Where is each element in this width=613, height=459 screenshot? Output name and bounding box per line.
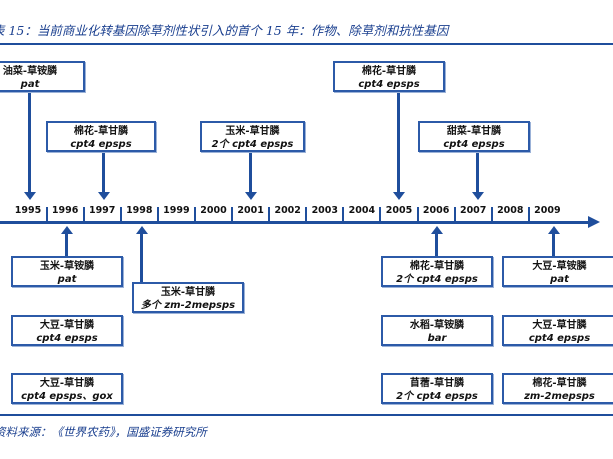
year-label-2002: 2002 [274,205,301,216]
arrow-up-icon [135,226,148,234]
connector-2001 [249,152,252,196]
event-box-2006-1: 棉花-草甘膦 2个 cpt4 epsps [381,256,493,287]
event-box-1996-2: 大豆-草甘膦 cpt4 epsps [11,315,123,346]
resistance-gene: cpt4 epsps、gox [21,391,113,402]
axis-tick [45,207,48,223]
connector-2007 [476,152,479,196]
arrow-up-icon [430,226,443,234]
year-label-1999: 1999 [163,205,190,216]
figure-title: 表 15：当前商业化转基因除草剂性状引入的首个 15 年：作物、除草剂和抗性基因 [0,23,449,38]
resistance-gene: cpt4 epsps [36,333,98,344]
event-box-1996-3: 大豆-草甘膦 cpt4 epsps、gox [11,373,123,404]
year-label-1998: 1998 [126,205,153,216]
event-box-1997: 棉花-草甘膦 cpt4 epsps [46,121,156,152]
event-box-2006-3: 苜蓿-草甘膦 2个 cpt4 epsps [381,373,493,404]
connector-1997 [102,152,105,196]
event-box-2009-2: 大豆-草甘膦 cpt4 epsps [502,315,613,346]
event-box-2005: 棉花-草甘膦 cpt4 epsps [333,61,445,92]
resistance-gene: bar [427,333,447,344]
axis-tick [268,207,271,223]
resistance-gene: pat [20,79,40,90]
crop-herbicide: 棉花-草甘膦 [409,261,465,272]
resistance-gene: cpt4 epsps [358,79,420,90]
crop-herbicide: 大豆-草甘膦 [39,320,95,331]
axis-tick [342,207,345,223]
event-box-2006-2: 水稻-草铵膦 bar [381,315,493,346]
resistance-gene: pat [57,274,77,285]
axis-tick [490,207,493,223]
arrow-down-icon [244,192,257,200]
event-box-1995: 油菜-草铵膦 pat [0,61,85,92]
axis-tick [453,207,456,223]
crop-herbicide: 玉米-草甘膦 [160,287,216,298]
arrow-up-icon [547,226,560,234]
year-label-2003: 2003 [311,205,339,216]
axis-tick [416,207,419,223]
crop-herbicide: 水稻-草铵膦 [409,320,465,331]
arrow-down-icon [97,192,110,200]
resistance-gene: 2个 cpt4 epsps [396,274,478,285]
axis-tick [379,207,382,223]
year-label-2007: 2007 [459,205,487,216]
arrow-up-icon [60,226,73,234]
axis-tick [231,207,234,223]
year-label-1995: 1995 [14,205,42,216]
connector-2005 [397,92,400,196]
crop-herbicide: 苜蓿-草甘膦 [409,378,465,389]
crop-herbicide: 大豆-草甘膦 [532,320,587,331]
axis-tick [156,207,159,223]
crop-herbicide: 玉米-草甘膦 [225,126,280,137]
resistance-gene: 2个 cpt4 epsps [396,391,478,402]
timeline-arrow-icon [588,216,600,228]
crop-herbicide: 大豆-草甘膦 [39,378,95,389]
event-box-1998: 玉米-草甘膦 多个 zm-2mepsps [132,282,244,313]
resistance-gene: cpt4 epsps [70,139,132,150]
connector-1995 [28,92,31,196]
arrow-down-icon [471,192,484,200]
year-label-2001: 2001 [237,205,264,216]
crop-herbicide: 玉米-草铵膦 [39,261,95,272]
resistance-gene: 2个 cpt4 epsps [211,139,294,150]
year-label-2005: 2005 [385,205,413,216]
year-label-1996: 1996 [51,205,79,216]
crop-herbicide: 油菜-草铵膦 [2,66,58,77]
arrow-down-icon [392,192,405,200]
year-label-2009: 2009 [534,205,561,216]
resistance-gene: zm-2mepsps [524,391,595,402]
resistance-gene: pat [550,274,569,285]
event-box-2001: 玉米-草甘膦 2个 cpt4 epsps [200,121,305,152]
axis-tick [193,207,196,223]
crop-herbicide: 棉花-草甘膦 [532,378,587,389]
footer-rule [0,414,613,416]
source-note: 资料来源：《世界农药》，国盛证券研究所 [0,425,207,439]
event-box-2009-3: 棉花-草甘膦 zm-2mepsps [502,373,613,404]
event-box-2007: 甜菜-草甘膦 cpt4 epsps [418,121,530,152]
year-label-2006: 2006 [422,205,450,216]
resistance-gene: cpt4 epsps [528,333,591,344]
crop-herbicide: 甜菜-草甘膦 [446,126,502,137]
connector-2006 [435,233,438,257]
crop-herbicide: 棉花-草甘膦 [73,126,129,137]
connector-2009 [552,233,555,257]
axis-tick [305,207,308,223]
crop-herbicide: 棉花-草甘膦 [361,66,417,77]
event-box-2009-1: 大豆-草铵膦 pat [502,256,613,287]
event-box-1996-1: 玉米-草铵膦 pat [11,256,123,287]
connector-1996 [65,233,68,257]
year-label-1997: 1997 [88,205,116,216]
resistance-gene: cpt4 epsps [443,139,505,150]
connector-1998 [140,233,143,283]
year-label-2000: 2000 [200,205,227,216]
title-rule [0,43,613,45]
axis-tick [119,207,122,223]
crop-herbicide: 大豆-草铵膦 [532,261,587,272]
year-label-2004: 2004 [348,205,376,216]
axis-tick [527,207,530,223]
timeline-axis [0,221,592,224]
year-label-2008: 2008 [497,205,524,216]
resistance-gene: 多个 zm-2mepsps [140,300,236,311]
arrow-down-icon [23,192,36,200]
axis-tick [82,207,85,223]
